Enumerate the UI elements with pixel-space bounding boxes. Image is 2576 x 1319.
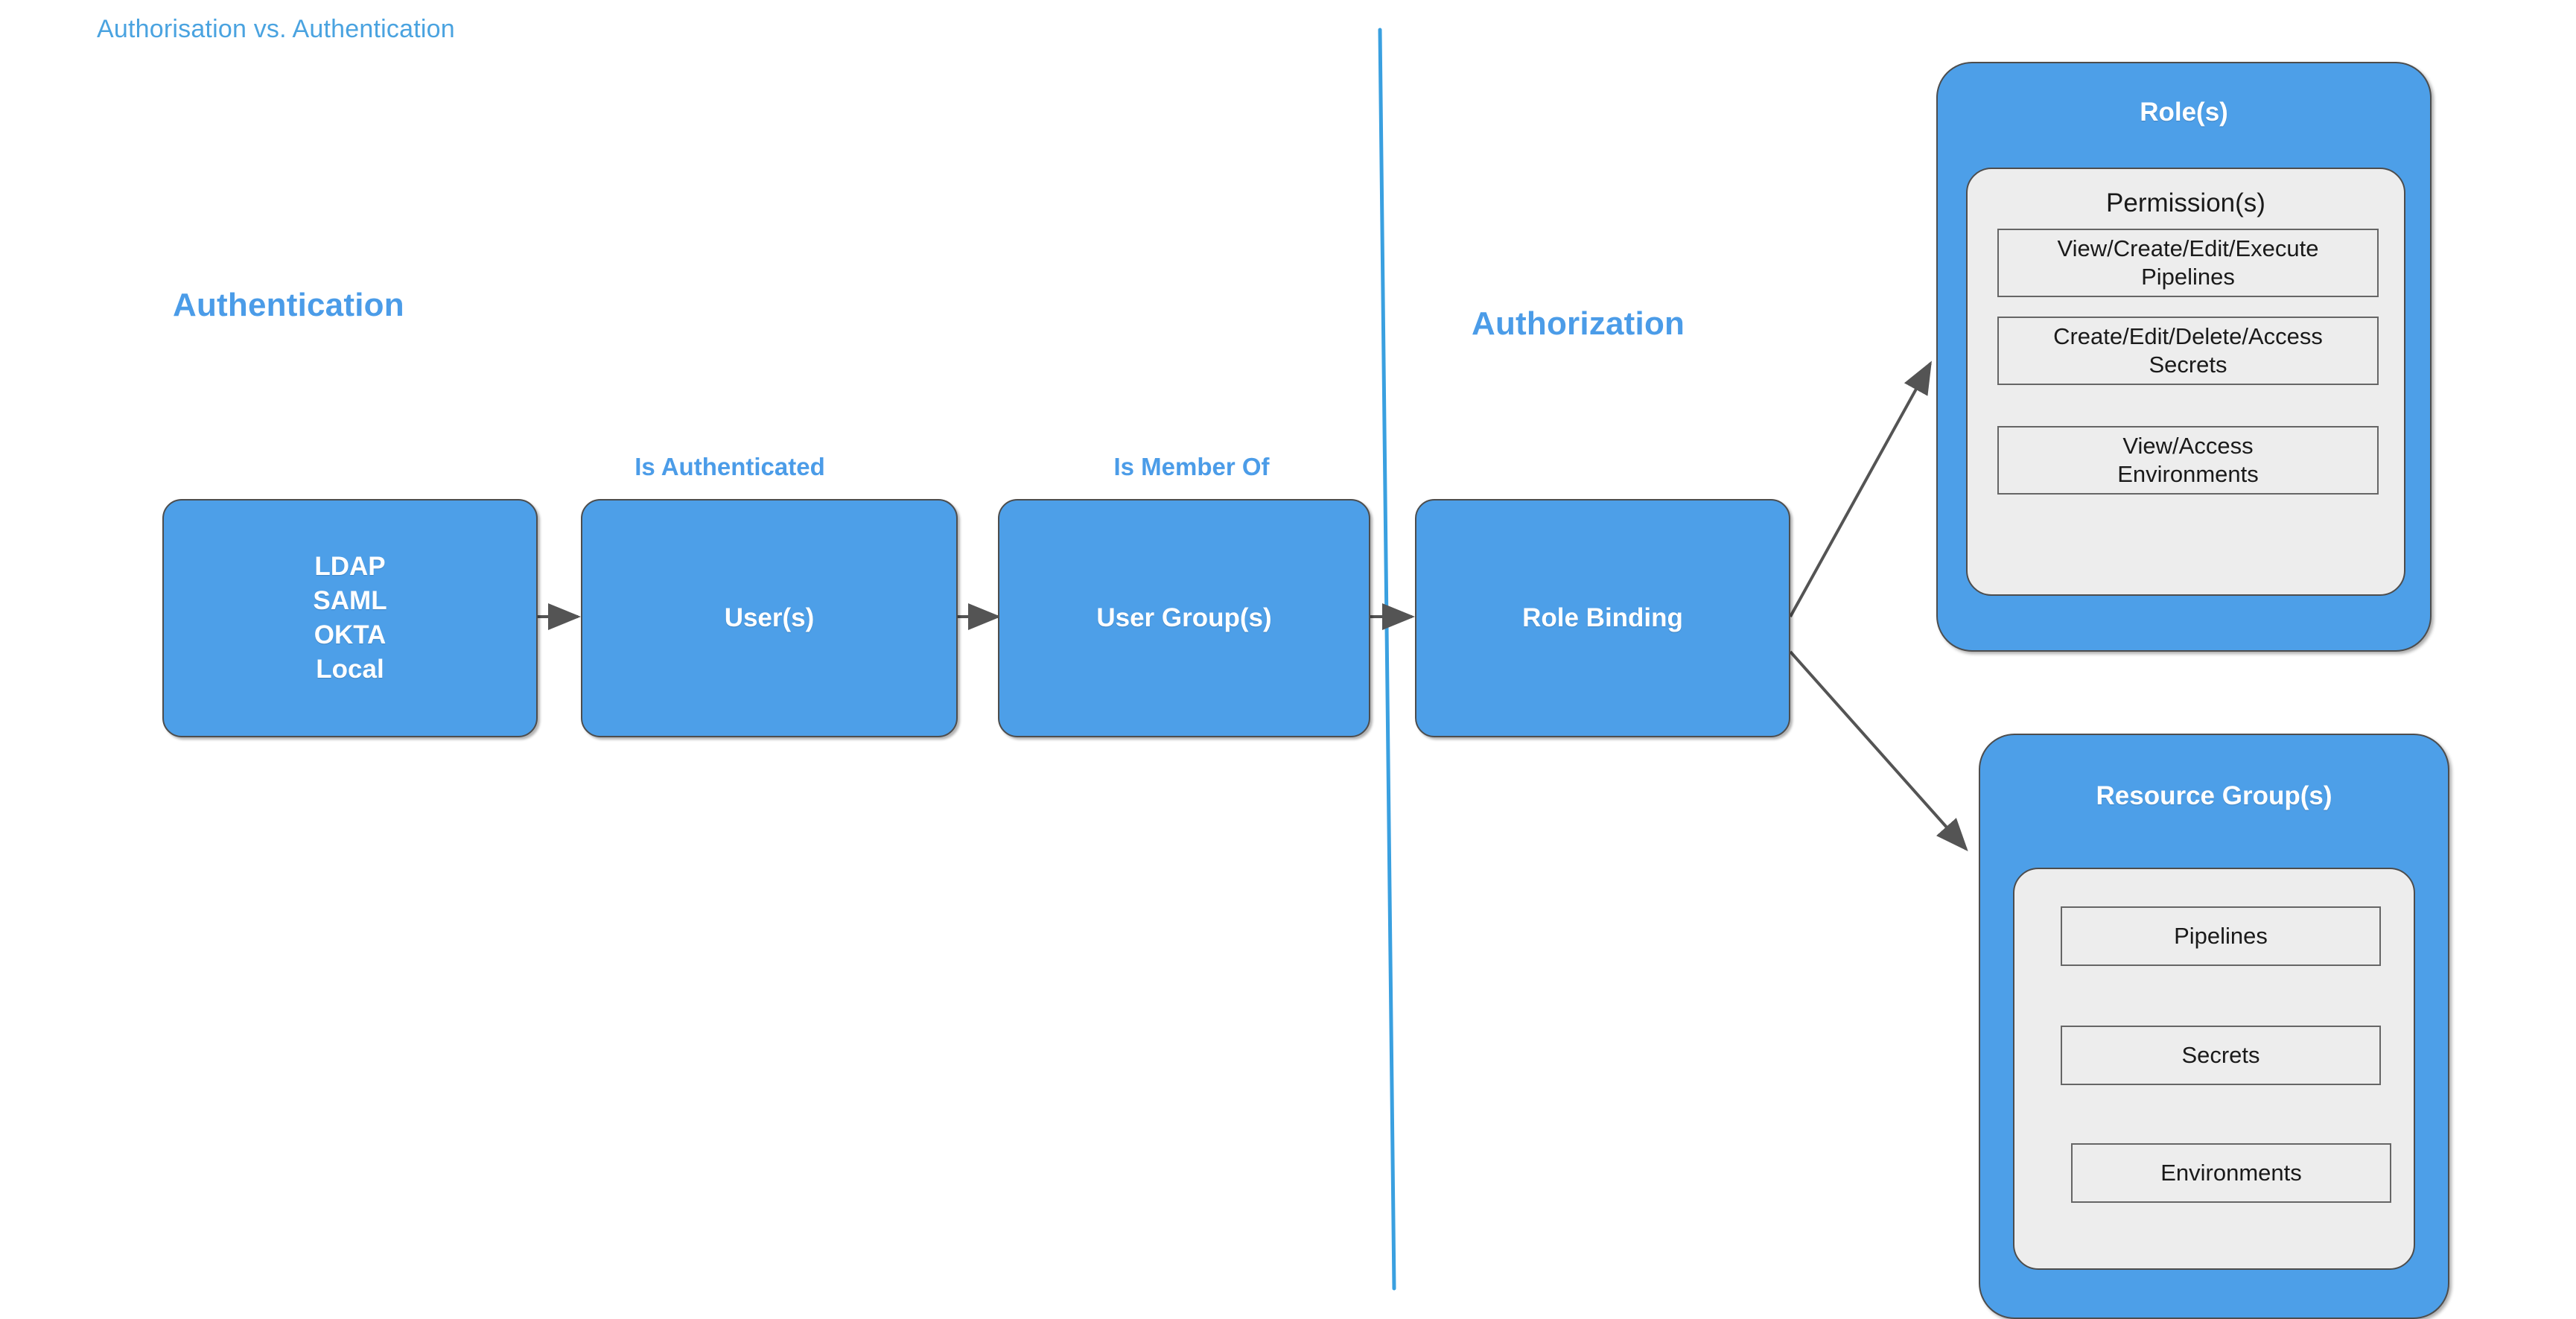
permissions-panel-title: Permission(s): [2106, 188, 2265, 217]
resources-inner-panel: Pipelines Secrets Environments: [2013, 868, 2415, 1270]
resource-box-secrets-label: Secrets: [2181, 1042, 2260, 1069]
section-heading-authorization: Authorization: [1472, 305, 1685, 342]
flow-box-role-binding[interactable]: Role Binding: [1415, 499, 1790, 737]
flow-box-identity-providers-label: LDAP SAML OKTA Local: [313, 551, 387, 684]
flow-box-identity-providers[interactable]: LDAP SAML OKTA Local: [162, 499, 538, 737]
roles-panel-title: Role(s): [2140, 98, 2228, 127]
permission-box-environments[interactable]: View/Access Environments: [1997, 426, 2379, 495]
permission-box-secrets[interactable]: Create/Edit/Delete/Access Secrets: [1997, 317, 2379, 385]
flow-box-user-groups[interactable]: User Group(s): [998, 499, 1370, 737]
resource-box-pipelines[interactable]: Pipelines: [2061, 906, 2381, 966]
edge-label-is-member-of: Is Member Of: [1113, 453, 1270, 480]
permission-box-pipelines-label: View/Create/Edit/Execute Pipelines: [2057, 235, 2319, 290]
permissions-inner-panel: Permission(s) View/Create/Edit/Execute P…: [1966, 168, 2405, 596]
resource-groups-panel[interactable]: Resource Group(s) Pipelines Secrets Envi…: [1979, 734, 2449, 1319]
permission-box-secrets-label: Create/Edit/Delete/Access Secrets: [2053, 323, 2323, 378]
resource-box-pipelines-label: Pipelines: [2174, 923, 2268, 950]
resource-box-environments-label: Environments: [2160, 1160, 2302, 1186]
edge-label-is-authenticated: Is Authenticated: [635, 453, 825, 480]
diagram-title: Authorisation vs. Authentication: [97, 15, 455, 43]
resource-box-secrets[interactable]: Secrets: [2061, 1026, 2381, 1085]
permission-box-environments-label: View/Access Environments: [2117, 433, 2259, 487]
permission-box-pipelines[interactable]: View/Create/Edit/Execute Pipelines: [1997, 229, 2379, 297]
flow-box-role-binding-label: Role Binding: [1522, 603, 1683, 632]
flow-box-users-label: User(s): [724, 603, 815, 632]
flow-box-user-groups-label: User Group(s): [1096, 603, 1272, 632]
section-heading-authentication: Authentication: [173, 287, 404, 323]
resource-groups-panel-title: Resource Group(s): [2096, 781, 2332, 810]
resource-box-environments[interactable]: Environments: [2071, 1143, 2391, 1203]
roles-panel[interactable]: Role(s) Permission(s) View/Create/Edit/E…: [1936, 62, 2432, 652]
flow-box-users[interactable]: User(s): [581, 499, 958, 737]
